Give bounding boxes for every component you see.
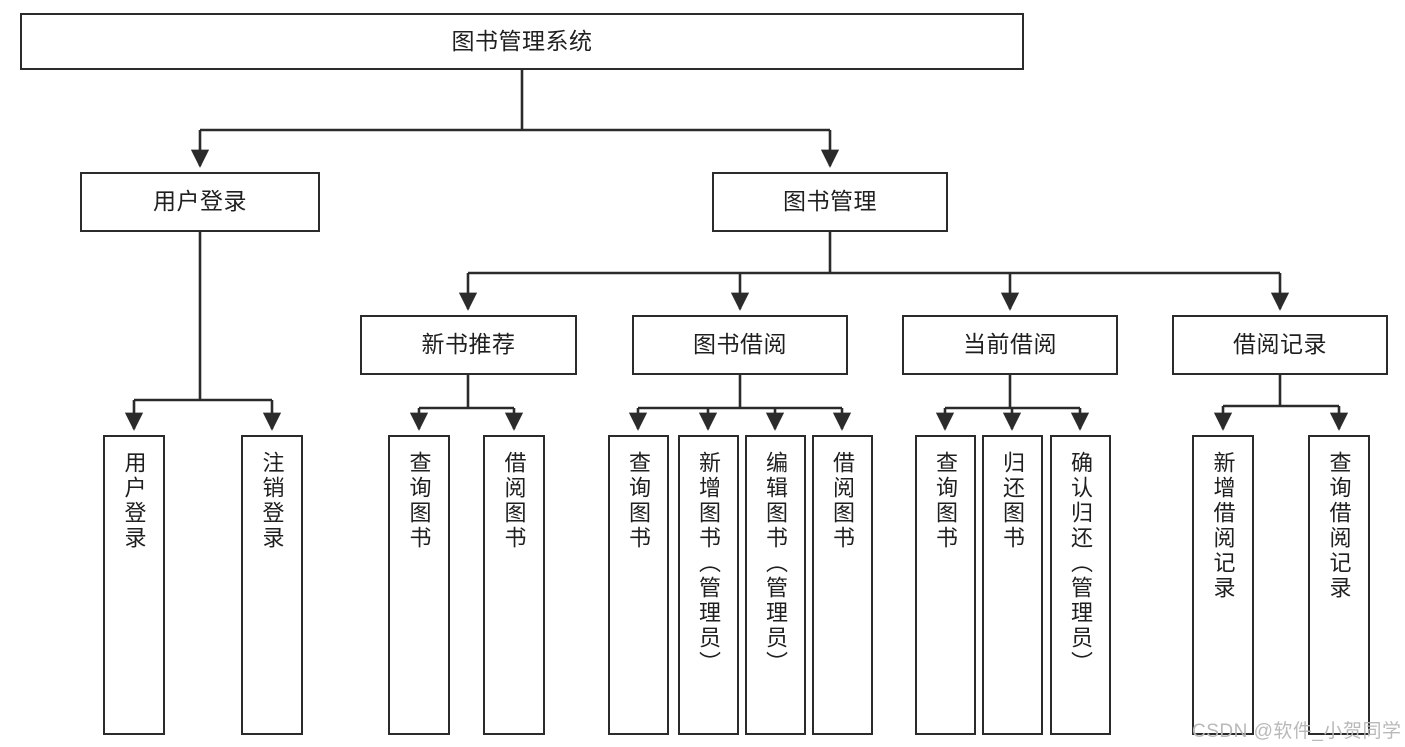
leaf-user-login[interactable]: 用户登录 [103,435,165,735]
node-borrow-record[interactable]: 借阅记录 [1172,315,1388,375]
node-label: 借阅图书 [830,451,856,551]
node-label: 新书推荐 [421,331,516,358]
node-label: 编辑图书（管理员） [763,451,789,676]
node-label: 图书借阅 [693,331,787,358]
node-current-borrow[interactable]: 当前借阅 [902,315,1118,375]
leaf-add-book-admin[interactable]: 新增图书（管理员） [678,435,739,735]
leaf-query-borrow-record[interactable]: 查询借阅记录 [1308,435,1370,735]
leaf-borrow-book-newbook[interactable]: 借阅图书 [483,435,545,735]
node-book-management[interactable]: 图书管理 [712,172,948,232]
node-label: 归还图书 [1000,451,1026,551]
node-label: 查询图书 [626,451,652,551]
node-user-login[interactable]: 用户登录 [80,172,320,232]
node-label: 注销登录 [259,451,285,551]
node-label: 借阅图书 [501,451,527,551]
node-root-system[interactable]: 图书管理系统 [20,13,1024,70]
leaf-query-book-current[interactable]: 查询图书 [915,435,976,735]
leaf-query-book-newbook[interactable]: 查询图书 [388,435,450,735]
node-new-book-recommend[interactable]: 新书推荐 [360,315,577,375]
node-label: 查询借阅记录 [1326,451,1352,601]
node-book-borrow[interactable]: 图书借阅 [632,315,848,375]
leaf-confirm-return-admin[interactable]: 确认归还（管理员） [1050,435,1111,735]
node-label: 图书管理系统 [451,27,593,54]
leaf-return-book[interactable]: 归还图书 [982,435,1043,735]
node-label: 新增借阅记录 [1210,451,1236,601]
node-label: 新增图书（管理员） [696,451,722,676]
leaf-edit-book-admin[interactable]: 编辑图书（管理员） [745,435,806,735]
node-label: 确认归还（管理员） [1068,451,1094,676]
leaf-add-borrow-record[interactable]: 新增借阅记录 [1192,435,1254,735]
leaf-borrow-book[interactable]: 借阅图书 [812,435,873,735]
node-label: 借阅记录 [1233,331,1327,358]
node-label: 当前借阅 [963,331,1057,358]
node-label: 用户登录 [153,188,247,215]
leaf-query-book-borrow[interactable]: 查询图书 [608,435,669,735]
node-label: 图书管理 [783,188,877,215]
csdn-watermark: CSDN @软件_小贺同学 [1192,721,1402,742]
node-label: 查询图书 [406,451,432,551]
leaf-logout[interactable]: 注销登录 [241,435,303,735]
node-label: 查询图书 [933,451,959,551]
node-label: 用户登录 [121,451,147,551]
